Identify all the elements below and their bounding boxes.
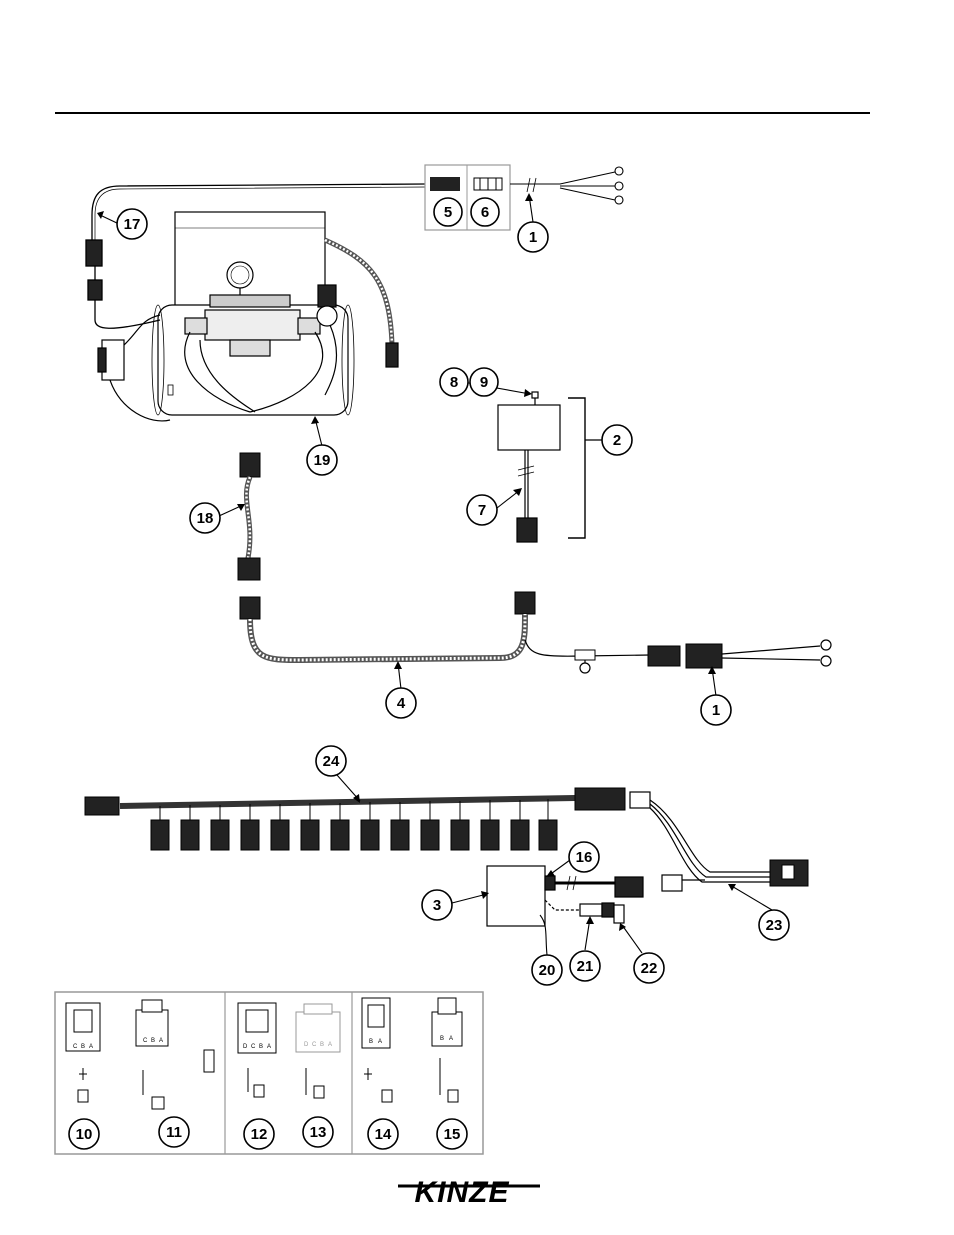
kinze-logo: KINZE: [398, 1176, 540, 1209]
connector-13: [296, 1004, 340, 1098]
logo-text: KINZE: [415, 1176, 510, 1209]
harness-4: [240, 592, 831, 673]
pin-label: B: [320, 1042, 324, 1048]
pin-label: C: [73, 1044, 78, 1050]
harness-24: [85, 788, 808, 891]
module-3: [487, 866, 643, 926]
callout-label: 3: [433, 897, 441, 914]
pin-label: A: [328, 1042, 332, 1048]
callout-label: 14: [375, 1126, 392, 1143]
callout-label: 18: [197, 510, 214, 527]
callout-label: 1: [529, 229, 537, 246]
connector-15: [432, 998, 462, 1102]
connector-14: [362, 998, 392, 1102]
callout-label: 10: [76, 1126, 93, 1143]
pin-label: D: [304, 1042, 309, 1048]
callout-label: 8: [450, 374, 458, 391]
callout-label: 17: [124, 216, 141, 233]
pin-label: C: [251, 1044, 256, 1050]
callout-label: 12: [251, 1126, 268, 1143]
callout-label: 1: [712, 702, 720, 719]
callout-label: 22: [641, 960, 658, 977]
callout-label: 15: [444, 1126, 461, 1143]
callout-label: 19: [314, 452, 331, 469]
callout-label: 4: [397, 695, 406, 712]
pin-label: A: [378, 1039, 382, 1045]
connector-10: [66, 1003, 100, 1102]
callout-label: 9: [480, 374, 488, 391]
pin-label: A: [267, 1044, 271, 1050]
pin-label: A: [89, 1044, 93, 1050]
callout-label: 6: [481, 204, 489, 221]
callout-label: 23: [766, 917, 783, 934]
pin-label: B: [440, 1036, 444, 1042]
pin-label: A: [449, 1036, 453, 1042]
pin-label: D: [243, 1044, 248, 1050]
connector-12: [238, 1003, 276, 1097]
callout-label: 21: [577, 958, 594, 975]
pin-label: B: [259, 1044, 263, 1050]
module-2: [498, 392, 602, 542]
callout-label: 5: [444, 204, 452, 221]
pin-label: A: [159, 1038, 163, 1044]
callout-label: 7: [478, 502, 486, 519]
callout-label: 20: [539, 962, 556, 979]
callout-label: 13: [310, 1124, 327, 1141]
callout-label: 16: [576, 849, 593, 866]
harness-18: [238, 453, 260, 580]
tank-assembly: [98, 212, 398, 421]
pin-label: B: [151, 1038, 155, 1044]
pin-label: B: [81, 1044, 85, 1050]
pin-label: B: [369, 1039, 373, 1045]
callout-label: 24: [323, 753, 340, 770]
pin-label: C: [312, 1042, 317, 1048]
pin-label: C: [143, 1038, 148, 1044]
connector-11: [136, 1000, 214, 1109]
callout-label: 2: [613, 432, 621, 449]
callout-label: 11: [166, 1124, 182, 1141]
